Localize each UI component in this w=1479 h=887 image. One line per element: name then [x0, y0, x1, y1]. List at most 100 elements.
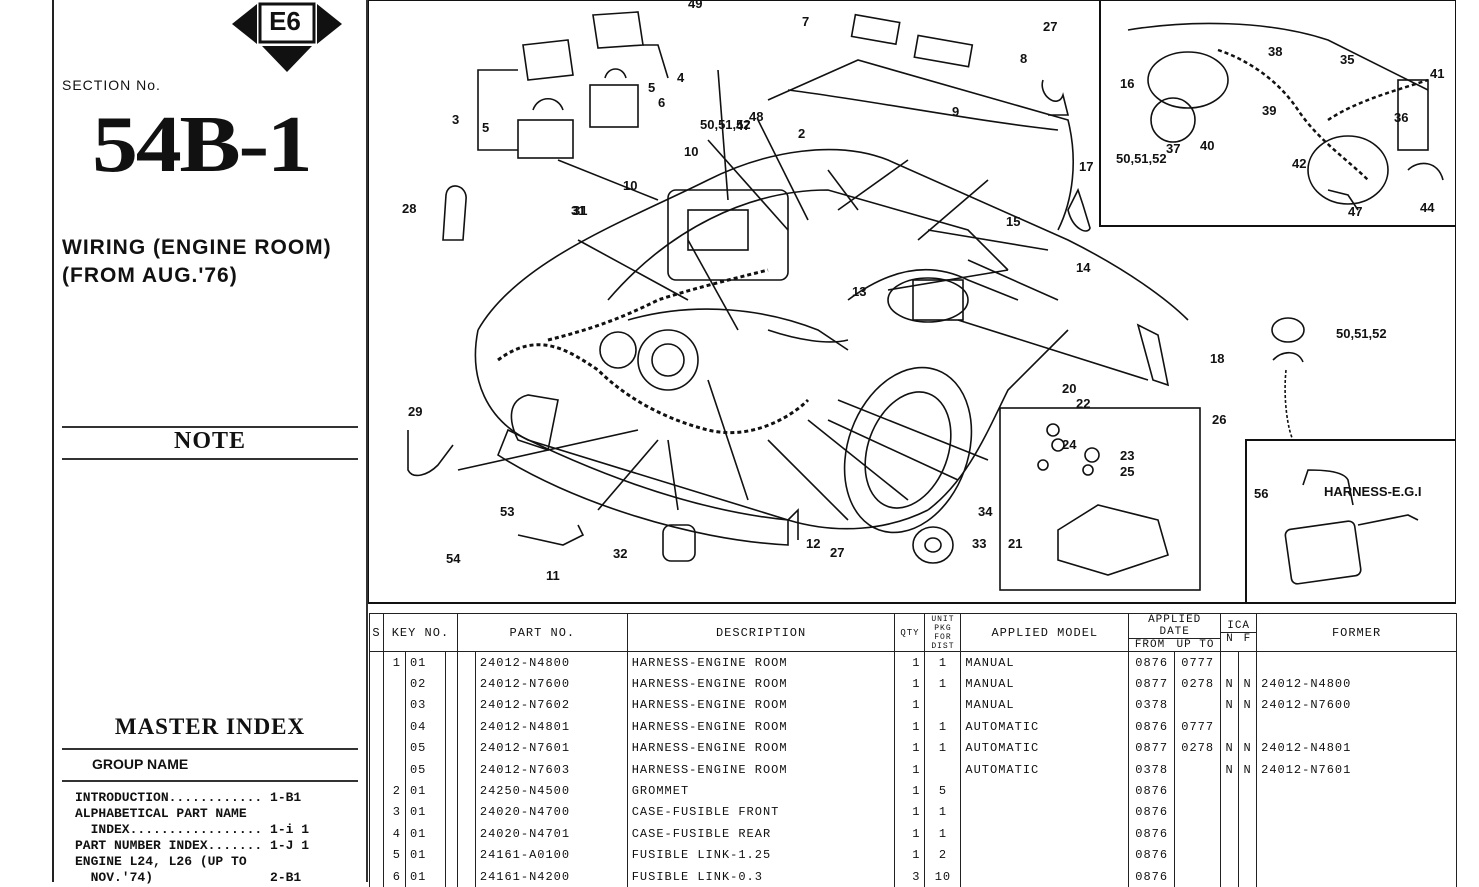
index-entry[interactable]: ALPHABETICAL PART NAME [75, 806, 247, 821]
callout-label: 15 [1006, 214, 1021, 229]
callout-label: 7 [802, 14, 810, 29]
index-entry[interactable]: PART NUMBER INDEX....... 1-J 1 [75, 838, 310, 853]
callout-label: 33 [972, 536, 987, 551]
part-number-cell: 24012-N4800 [474, 651, 628, 674]
key-cell [382, 694, 406, 717]
description-cell: HARNESS-ENGINE ROOM [626, 758, 896, 781]
description-cell: HARNESS-ENGINE ROOM [626, 651, 896, 674]
ica-f-cell [1238, 801, 1258, 824]
from-date-cell: 0876 [1128, 865, 1176, 887]
index-entry[interactable]: INTRODUCTION............ 1-B1 [75, 790, 302, 805]
callout-label: 53 [500, 504, 515, 519]
index-entry[interactable]: ENGINE L24, L26 (UP TO [75, 854, 247, 869]
callout-label: 36 [1394, 110, 1409, 125]
part-number-cell: 24012-N7602 [474, 694, 628, 717]
empty-cell [369, 801, 384, 824]
sub-cell: 05 [404, 758, 446, 781]
part-number-cell: 24012-N4801 [474, 716, 628, 738]
applied-model-cell [960, 844, 1130, 866]
page-title-line2: (FROM AUG.'76) [62, 264, 238, 287]
from-date-cell: 0378 [1128, 694, 1176, 717]
empty-cell [444, 865, 458, 887]
applied-model-cell: AUTOMATIC [960, 758, 1130, 781]
section-badge-label: E6 [269, 6, 301, 36]
callout-label: 42 [1292, 156, 1307, 171]
empty-cell [456, 716, 476, 738]
qty-cell: 1 [894, 716, 926, 738]
empty-cell [369, 865, 384, 887]
engine-room-wiring-diagram: 49 3 5 4 5 6 10 10 31 28 50,51,52 47 48 … [368, 0, 1456, 604]
index-entry[interactable]: NOV.'74) 2-B1 [75, 870, 302, 885]
callout-label: 35 [1340, 52, 1355, 67]
up-to-date-cell: 0278 [1174, 737, 1222, 759]
key-cell [382, 737, 406, 759]
former-part-cell [1256, 823, 1457, 845]
empty-cell [456, 801, 476, 824]
sub-cell: 02 [404, 673, 446, 695]
left-panel-border [366, 0, 368, 882]
description-cell: HARNESS-ENGINE ROOM [626, 716, 896, 738]
col-header-qty: QTY [894, 613, 926, 652]
callout-label: 13 [852, 284, 867, 299]
callout-label: 18 [1210, 351, 1225, 366]
callout-label: 2 [798, 126, 806, 141]
up-to-date-cell: 0777 [1174, 716, 1222, 738]
description-cell: CASE-FUSIBLE FRONT [626, 801, 896, 824]
former-part-cell [1256, 716, 1457, 738]
ica-n-cell [1220, 844, 1240, 866]
qty-cell: 1 [894, 801, 926, 824]
part-number-cell: 24012-N7603 [474, 758, 628, 781]
ica-label: ICA [1227, 620, 1251, 632]
callout-label: 50,51,52 [700, 117, 751, 132]
former-part-cell [1256, 865, 1457, 887]
empty-cell [369, 823, 384, 845]
callout-label: 31 [571, 203, 586, 218]
empty-cell [456, 823, 476, 845]
qty-cell: 1 [894, 694, 926, 717]
callout-label: 37 [1166, 141, 1181, 156]
applied-model-cell: AUTOMATIC [960, 716, 1130, 738]
empty-cell [456, 673, 476, 695]
from-date-cell: 0877 [1128, 737, 1176, 759]
callout-label: 54 [446, 551, 461, 566]
index-entry[interactable]: INDEX................. 1-i 1 [75, 822, 310, 837]
empty-cell [444, 716, 458, 738]
up-to-date-cell [1174, 801, 1222, 824]
qty-cell: 1 [894, 844, 926, 866]
from-date-cell: 0876 [1128, 651, 1176, 674]
callout-label: 22 [1076, 396, 1091, 411]
up-to-date-cell [1174, 823, 1222, 845]
key-cell: 5 [382, 844, 406, 866]
table-header-row: S KEY NO. PART NO. DESCRIPTION QTY UNIT … [369, 613, 1457, 652]
from-date-cell: 0378 [1128, 758, 1176, 781]
callout-label: 10 [684, 144, 699, 159]
empty-cell [444, 651, 458, 674]
col-header-applied-model: APPLIED MODEL [960, 613, 1130, 652]
applied-model-cell: MANUAL [960, 694, 1130, 717]
applied-model-cell [960, 823, 1130, 845]
former-part-cell [1256, 801, 1457, 824]
from-date-cell: 0876 [1128, 780, 1176, 802]
callout-label: 41 [1430, 66, 1445, 81]
callout-label: 16 [1120, 76, 1135, 91]
callout-label: 10 [623, 178, 638, 193]
from-date-cell: 0876 [1128, 716, 1176, 738]
divider [62, 780, 358, 782]
empty-cell [369, 758, 384, 781]
left-margin-rule [52, 0, 54, 882]
col-header-description: DESCRIPTION [626, 613, 896, 652]
ica-f-cell [1238, 823, 1258, 845]
ica-n-cell: N [1220, 737, 1240, 759]
former-part-cell: 24012-N7601 [1256, 758, 1457, 781]
